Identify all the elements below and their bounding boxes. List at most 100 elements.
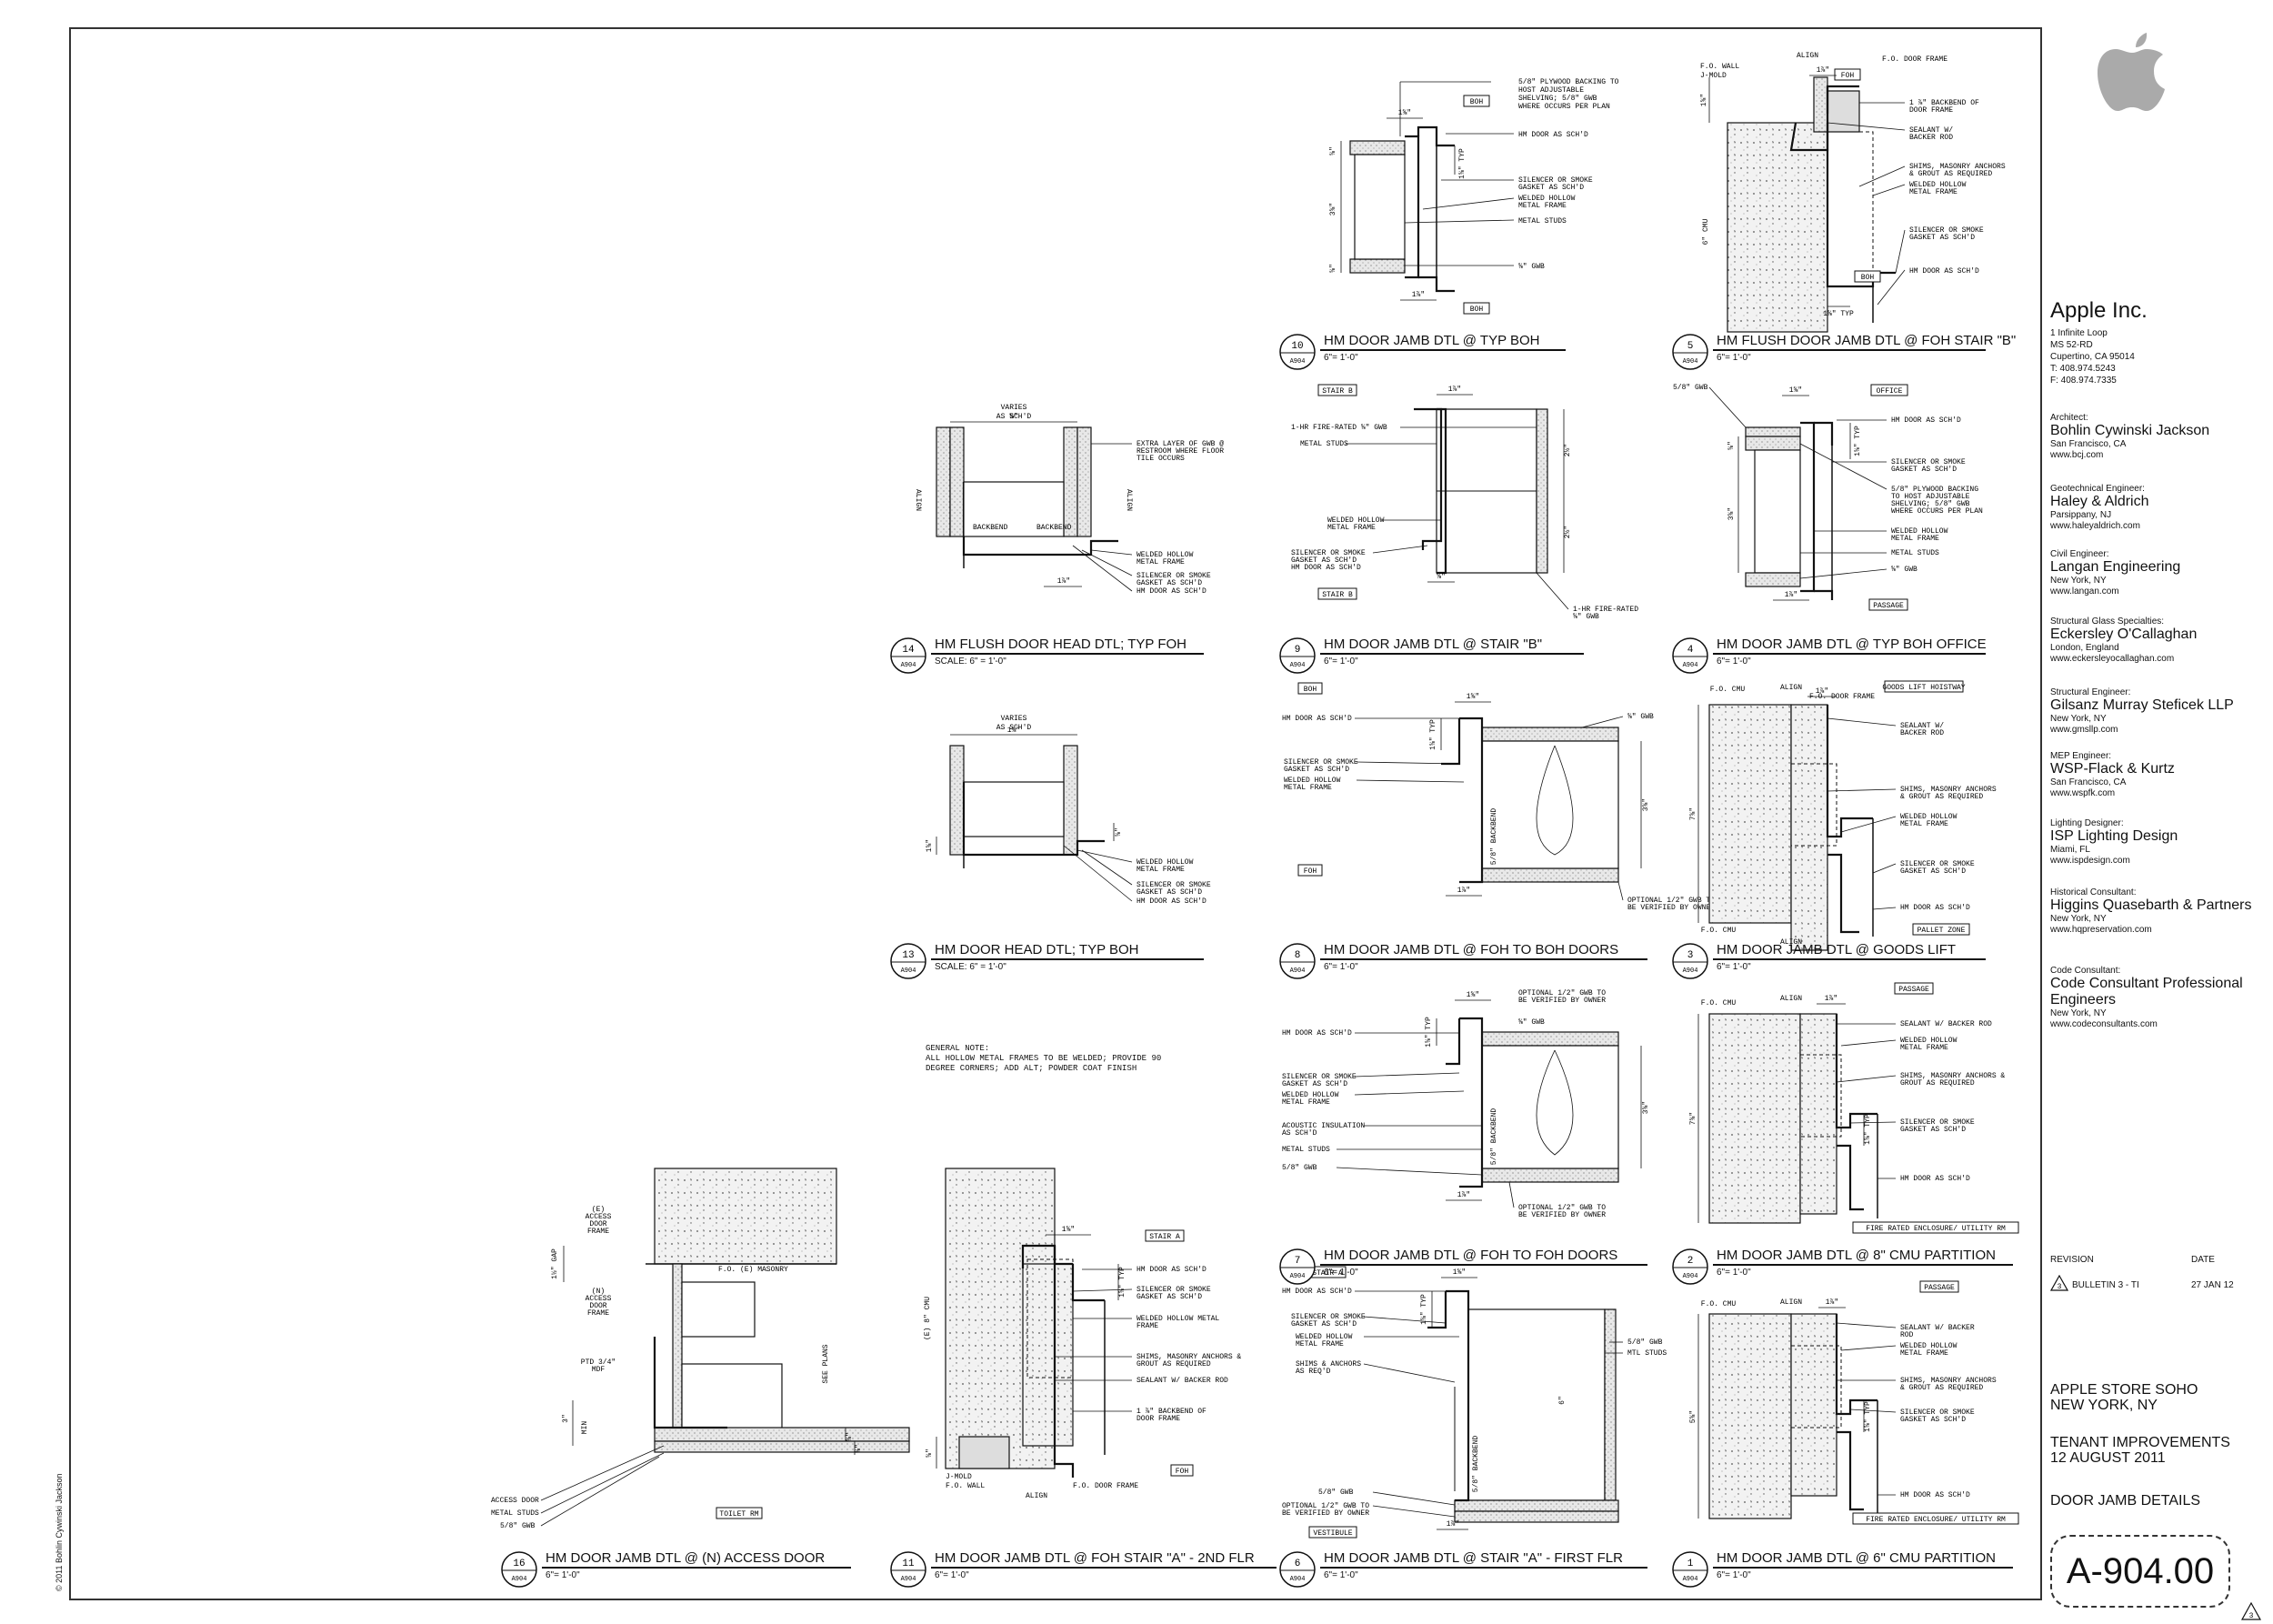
leader-line — [1076, 849, 1133, 863]
detail-scale: 6"= 1'-0" — [1324, 657, 1358, 667]
consultant-role: Geotechnical Engineer: — [2050, 484, 2145, 494]
svg-text:3: 3 — [2058, 1283, 2062, 1291]
gwb-layer — [1481, 867, 1619, 883]
consultant-info: San Francisco, CA — [2050, 777, 2127, 787]
room-tag — [1852, 1512, 2019, 1525]
leader-line — [1336, 1167, 1483, 1176]
dimension-label: 1⅝" — [1467, 693, 1479, 701]
svg-text:A904: A904 — [1683, 967, 1698, 975]
callout-label: GASKET AS SCH'D — [1518, 184, 1584, 192]
consultant-info: London, England — [2050, 643, 2119, 653]
callout-label: SILENCER OR SMOKE — [1900, 1408, 1975, 1417]
callout-label: ACCESS — [586, 1295, 612, 1303]
callout-label: AS SCH'D — [1282, 1129, 1317, 1138]
callout-label: 5/8" GWB — [1282, 1164, 1317, 1172]
frame-profile — [1837, 1430, 1864, 1511]
consultant-role: Structural Engineer: — [2050, 687, 2131, 697]
callout-label: GASKET AS SCH'D — [1909, 234, 1975, 242]
callout-label: WELDED HOLLOW — [1900, 1342, 1958, 1350]
room-tag-label: BOH — [1304, 686, 1317, 694]
callout-label: BACKER ROD — [1909, 134, 1953, 142]
dimension-label: 5⅝" — [1689, 1410, 1697, 1423]
frame-profile — [1446, 1289, 1470, 1502]
consultant-role: Code Consultant: — [2050, 966, 2121, 976]
callout-label: 1-HR FIRE-RATED ⅝" GWB — [1291, 424, 1387, 432]
callout-label: SILENCER OR SMOKE — [1282, 1073, 1357, 1081]
frame-profile — [1459, 717, 1484, 884]
callout-label: BE VERIFIED BY OWNER — [1518, 997, 1606, 1005]
callout-label: DOOR FRAME — [1136, 1415, 1180, 1423]
dimension-label: 1⅞" — [1825, 995, 1837, 1003]
dimension-label: ⅝" — [1009, 413, 1018, 421]
callout-label: WELDED HOLLOW — [1284, 777, 1341, 785]
gwb-layer — [1063, 745, 1078, 856]
leader-line — [1836, 1075, 1897, 1083]
cmu-wall — [1708, 704, 1792, 924]
room-tag — [1463, 95, 1490, 107]
anchor-zone — [1790, 763, 1837, 847]
dimension-label: 3⅝" — [1642, 798, 1650, 811]
dimension-label: 1⅝" TYP — [1864, 1114, 1872, 1145]
dimension-label: 3" — [562, 1414, 570, 1423]
cmu-wall — [1022, 1263, 1074, 1447]
title-underline — [1713, 349, 1986, 351]
callout-label: METAL STUDS — [1518, 217, 1567, 226]
consultant-info: New York, NY — [2050, 576, 2107, 586]
dimension-label: ⅝" — [1329, 146, 1337, 155]
detail-scale: 6"= 1'-0" — [1717, 1268, 1751, 1278]
callout-label: HM DOOR AS SCH'D — [1891, 416, 1961, 425]
dimension-label: ⅝" — [1437, 573, 1446, 581]
room-tag-label: STAIR A — [1149, 1233, 1180, 1241]
callout-label: F.O. WALL — [1700, 63, 1739, 71]
frame-profile — [1837, 1144, 1864, 1211]
callout-label: SILENCER OR SMOKE — [1291, 1313, 1366, 1321]
dimension-label: ⅝" — [1329, 264, 1337, 273]
metal-stud — [1481, 1045, 1619, 1169]
j-mold — [1827, 90, 1860, 133]
leader-line — [1404, 219, 1515, 224]
callout-label: HM DOOR AS SCH'D — [1282, 1029, 1352, 1038]
callout-label: PTD 3/4" — [581, 1358, 616, 1367]
callout-label: GASKET AS SCH'D — [1136, 1293, 1202, 1301]
gwb-layer — [949, 426, 965, 537]
callout-label: SEE PLANS — [822, 1344, 830, 1383]
room-tag — [1463, 302, 1490, 315]
svg-text:A904: A904 — [1290, 1576, 1306, 1583]
callout-label: BACKER ROD — [1900, 729, 1944, 737]
callout-label: TO HOST ADJUSTABLE — [1891, 493, 1970, 501]
callout-label: SHIMS, MASONRY ANCHORS — [1909, 163, 2006, 171]
consultant-entry: Structural Engineer:Gilsanz Murray Stefi… — [2050, 687, 2273, 736]
callout-label: SHELVING; 5/8" GWB — [1518, 95, 1597, 103]
frame-profile — [1446, 1018, 1461, 1066]
callout-label: WELDED HOLLOW — [1518, 195, 1576, 203]
svg-text:6: 6 — [1295, 1559, 1301, 1569]
room-tag — [1308, 1526, 1357, 1539]
consultant-info: www.langan.com — [2050, 586, 2119, 596]
consultant-info: www.hqpreservation.com — [2050, 925, 2152, 935]
gwb-layer — [936, 426, 951, 537]
room-tag-label: PASSAGE — [1898, 986, 1929, 994]
consultant-name: Eckersley O'Callaghan — [2050, 627, 2198, 642]
room-tag — [1317, 384, 1357, 396]
callout-label: SEALANT W/ — [1900, 722, 1944, 730]
anchor-zone — [1799, 1054, 1842, 1138]
sheet-number: A-904.00 — [2050, 1535, 2230, 1608]
callout-label: WELDED HOLLOW — [1900, 1037, 1958, 1045]
dimension-label: 1⅞" — [1412, 291, 1425, 299]
callout-label: 5/8" PLYWOOD BACKING TO — [1518, 78, 1619, 86]
cmu-wall — [1727, 122, 1828, 333]
leader-line — [1372, 1491, 1456, 1506]
leader-line — [540, 1452, 665, 1514]
callout-label: SHIMS, MASONRY ANCHORS — [1900, 786, 1997, 794]
svg-text:A904: A904 — [1290, 662, 1306, 669]
callout-label: OPTIONAL 1/2" GWB TO — [1518, 989, 1606, 997]
gwb-layer — [1745, 426, 1801, 437]
room-tag — [1170, 1464, 1194, 1477]
svg-text:A904: A904 — [901, 1576, 916, 1583]
leader-line — [1836, 1322, 1897, 1328]
